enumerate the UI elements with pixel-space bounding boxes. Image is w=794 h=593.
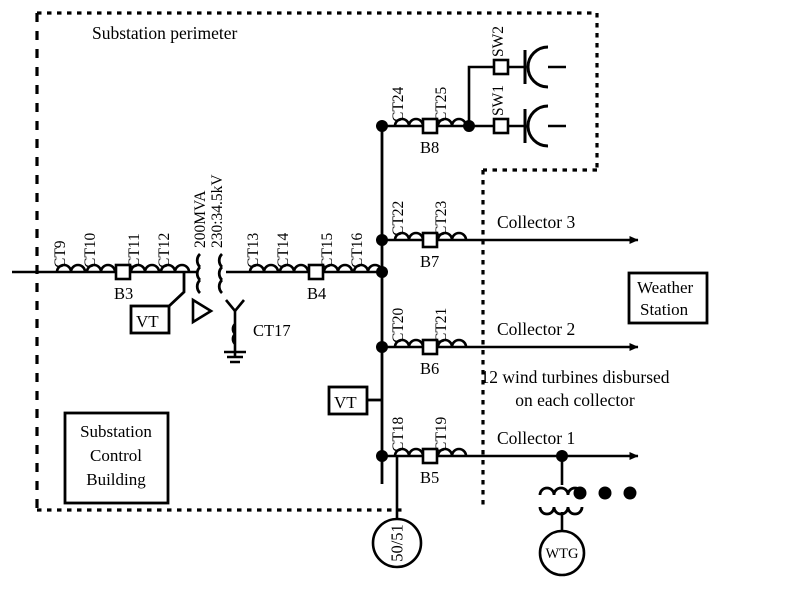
breaker-B3[interactable]: B3 <box>114 263 133 303</box>
control-building-line2: Control <box>90 446 142 465</box>
ct-label: CT13 <box>245 232 262 268</box>
ct-CT19: CT19 <box>433 416 468 457</box>
ct-CT10: CT10 <box>82 232 117 273</box>
ct-label: CT9 <box>52 240 69 268</box>
transmission-line-terminal-1 <box>508 104 566 148</box>
switch-SW2[interactable]: SW2 <box>490 26 510 76</box>
relay-label: 50/51 <box>388 524 407 562</box>
ct-CT23: CT23 <box>433 200 468 241</box>
ct-label: CT16 <box>349 232 366 268</box>
perimeter-label: Substation perimeter <box>92 23 237 43</box>
hv-vt-tap-conductor <box>158 272 186 310</box>
control-building-line3: Building <box>86 470 146 489</box>
turbine-ellipsis-icon <box>573 486 637 500</box>
breaker-B8[interactable]: B8 <box>420 117 439 157</box>
ct-label: CT25 <box>433 86 450 122</box>
breaker-B5[interactable]: B5 <box>420 447 439 487</box>
relay-50-51[interactable]: 50/51 <box>371 456 423 569</box>
collector-label: Collector 2 <box>497 319 575 339</box>
ct-label: CT20 <box>390 307 407 343</box>
switch-label: SW2 <box>490 26 507 57</box>
breaker-label: B8 <box>420 138 439 157</box>
sw2-riser-conductor <box>467 65 494 126</box>
breaker-label: B5 <box>420 468 439 487</box>
ct-label: CT11 <box>126 233 143 268</box>
ct-label: CT10 <box>82 232 99 268</box>
feeder-collector-2: CT20 B6 CT21 Collector 2 <box>382 307 639 378</box>
collector-label: Collector 1 <box>497 428 575 448</box>
breaker-B7[interactable]: B7 <box>420 231 439 271</box>
switch-label: SW1 <box>490 85 507 116</box>
breaker-label: B3 <box>114 284 133 303</box>
breaker-label: B7 <box>420 252 439 271</box>
turbine-note: 12 wind turbines disbursed on each colle… <box>480 367 669 410</box>
bus-node-main <box>376 266 388 278</box>
transmission-line-terminal-2 <box>508 45 566 89</box>
vt-label: VT <box>136 312 159 331</box>
ct-CT21: CT21 <box>433 308 468 348</box>
ct-CT14: CT14 <box>275 232 310 273</box>
feeder-collector-1: CT18 B5 CT19 Collector 1 <box>382 416 639 487</box>
ct-label: CT21 <box>433 308 450 343</box>
breaker-label: B6 <box>420 359 439 378</box>
vt-bus[interactable]: VT <box>327 385 369 416</box>
ct-CT9: CT9 <box>52 240 87 273</box>
ct-label: CT12 <box>156 233 173 268</box>
note-line2: on each collector <box>515 390 635 410</box>
ct-CT25: CT25 <box>433 86 468 127</box>
feeder-collector-3: CT22 B7 CT23 Collector 3 <box>382 200 639 271</box>
ct-CT20: CT20 <box>390 307 425 348</box>
substation-perimeter-boundary <box>35 11 599 512</box>
switch-SW1[interactable]: SW1 <box>490 85 510 135</box>
wye-grounded-winding-icon <box>224 299 246 364</box>
feeder-b8: CT24 B8 CT25 <box>382 65 494 157</box>
breaker-label: B4 <box>307 284 326 303</box>
neutral-ct-label: CT17 <box>253 321 291 340</box>
weather-station-line2: Station <box>640 300 689 319</box>
ct-CT12: CT12 <box>156 233 191 273</box>
breaker-B4[interactable]: B4 <box>307 263 326 303</box>
ct-CT18: CT18 <box>390 416 425 457</box>
vt-label: VT <box>334 393 357 412</box>
ct-label: CT22 <box>390 201 407 236</box>
substation-control-building-box[interactable]: Substation Control Building <box>63 411 170 505</box>
wtg-label: WTG <box>545 546 579 562</box>
power-transformer: 200MVA 230:34.5kV <box>192 174 226 295</box>
breaker-B6[interactable]: B6 <box>420 338 439 378</box>
ct-CT11: CT11 <box>126 233 161 273</box>
weather-station-box[interactable]: Weather Station <box>627 271 709 325</box>
ct-label: CT19 <box>433 416 450 452</box>
weather-station-line1: Weather <box>637 278 694 297</box>
ct-CT24: CT24 <box>390 86 425 127</box>
ct-label: CT23 <box>433 200 450 236</box>
transformer-rating: 200MVA <box>192 190 209 248</box>
ct-label: CT24 <box>390 86 407 122</box>
ct-CT13: CT13 <box>245 232 280 273</box>
transformer-ratio: 230:34.5kV <box>209 174 226 248</box>
ct-label: CT18 <box>390 416 407 452</box>
collector-label: Collector 3 <box>497 212 575 232</box>
ct-label: CT14 <box>275 232 292 268</box>
control-building-line1: Substation <box>80 422 152 441</box>
delta-winding-icon <box>191 297 214 325</box>
ct-CT22: CT22 <box>390 201 425 241</box>
ct-label: CT15 <box>319 232 336 268</box>
note-line1: 12 wind turbines disbursed <box>480 367 669 387</box>
wind-turbine-generator-unit: WTG <box>538 450 586 577</box>
vt-hv[interactable]: VT <box>129 304 171 335</box>
ct-CT15: CT15 <box>319 232 354 273</box>
